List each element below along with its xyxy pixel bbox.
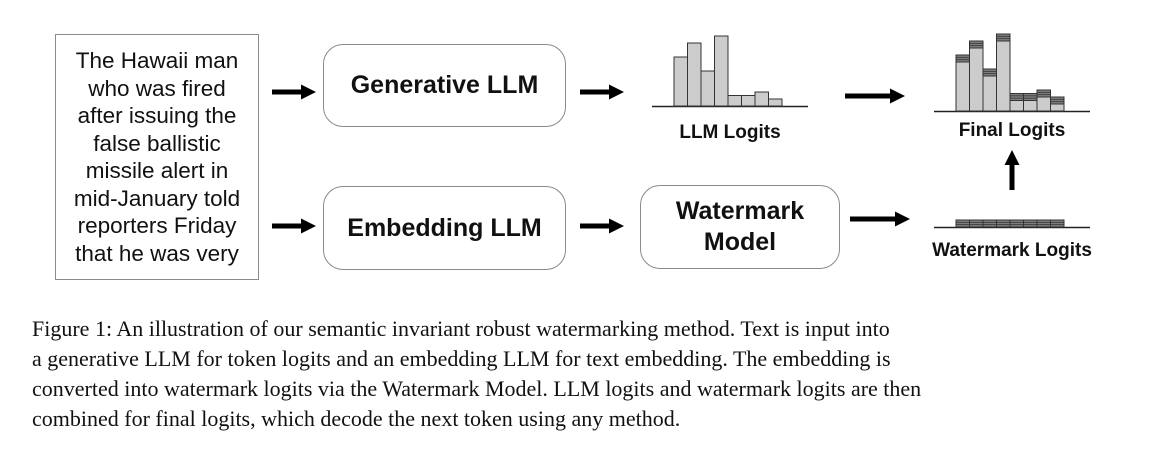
final-logits-label: Final Logits	[958, 120, 1066, 141]
llm-logit-bar	[673, 56, 688, 107]
llm-logit-bar	[768, 98, 783, 107]
watermark-logits-bars	[955, 219, 1065, 228]
input-text-line: false ballistic	[93, 130, 221, 156]
final-logit-watermark-bar	[1023, 93, 1038, 101]
final-logit-watermark-bar	[1036, 89, 1051, 98]
watermark-logits-label: Watermark Logits	[932, 240, 1092, 261]
watermark-logit-bar	[1050, 219, 1065, 228]
caption-line: combined for final logits, which decode …	[32, 406, 681, 431]
final-logit-base-bar	[969, 47, 984, 112]
watermark-logit-bar	[955, 219, 970, 228]
watermark-model-label-line2: Model	[703, 228, 777, 256]
final-logit-watermark-bar	[982, 68, 997, 77]
final-logit-base-bar	[996, 40, 1011, 112]
embedding-llm-box: Embedding LLM	[323, 186, 566, 270]
llm-logit-bar	[754, 91, 769, 107]
final-logit-watermark-bar	[1009, 93, 1024, 101]
watermark-logit-bar	[969, 219, 984, 228]
final-logits-bars	[955, 33, 1065, 112]
watermark-logit-bar	[1036, 219, 1051, 228]
llm-logit-bar	[727, 95, 742, 107]
watermark-model-label-line1: Watermark	[675, 197, 805, 225]
generative-llm-box: Generative LLM	[323, 44, 566, 127]
figure: The Hawaii man who was fired after issui…	[55, 33, 1092, 280]
watermark-logit-bar	[1023, 219, 1038, 228]
final-logit-base-bar	[982, 75, 997, 112]
final-logit-watermark-bar	[969, 40, 984, 49]
caption-line: Figure 1: An illustration of our semanti…	[32, 316, 890, 341]
watermark-logit-bar	[982, 219, 997, 228]
llm-logits-label: LLM Logits	[679, 122, 781, 143]
caption-line: converted into watermark logits via the …	[32, 376, 922, 401]
final-logit-base-bar	[1023, 100, 1038, 112]
llm-logit-bar	[714, 35, 729, 107]
caption-line: a generative LLM for token logits and an…	[32, 346, 891, 371]
embedding-llm-label: Embedding LLM	[347, 213, 542, 242]
final-logit-base-bar	[955, 61, 970, 112]
final-logit-base-bar	[1036, 96, 1051, 112]
final-logit-base-bar	[1009, 100, 1024, 112]
input-text-box: The Hawaii man who was fired after issui…	[55, 34, 259, 280]
watermark-logit-bar	[1009, 219, 1024, 228]
llm-logit-bar	[741, 95, 756, 107]
final-logit-watermark-bar	[996, 33, 1011, 42]
final-logit-watermark-bar	[1050, 96, 1065, 105]
input-text-line: who was fired	[88, 75, 226, 101]
input-text-line: missile alert in	[85, 158, 229, 183]
generative-llm-label: Generative LLM	[350, 71, 539, 99]
diagram-canvas	[272, 33, 1090, 234]
input-text-line: mid-January told	[73, 185, 241, 211]
input-text-line: The Hawaii man	[75, 48, 239, 73]
llm-logit-bar	[687, 42, 702, 107]
input-text-line: reporters Friday	[77, 213, 237, 238]
watermark-logit-bar	[996, 219, 1011, 228]
figure-caption: Figure 1: An illustration of our semanti…	[32, 314, 1150, 434]
llm-logits-bars	[673, 35, 783, 107]
input-text-line: that he was very	[75, 240, 239, 266]
watermark-model-box: Watermark Model	[640, 185, 840, 269]
final-logit-watermark-bar	[955, 54, 970, 63]
input-text-line: after issuing the	[77, 103, 237, 128]
llm-logit-bar	[700, 70, 715, 107]
final-logit-base-bar	[1050, 103, 1065, 112]
